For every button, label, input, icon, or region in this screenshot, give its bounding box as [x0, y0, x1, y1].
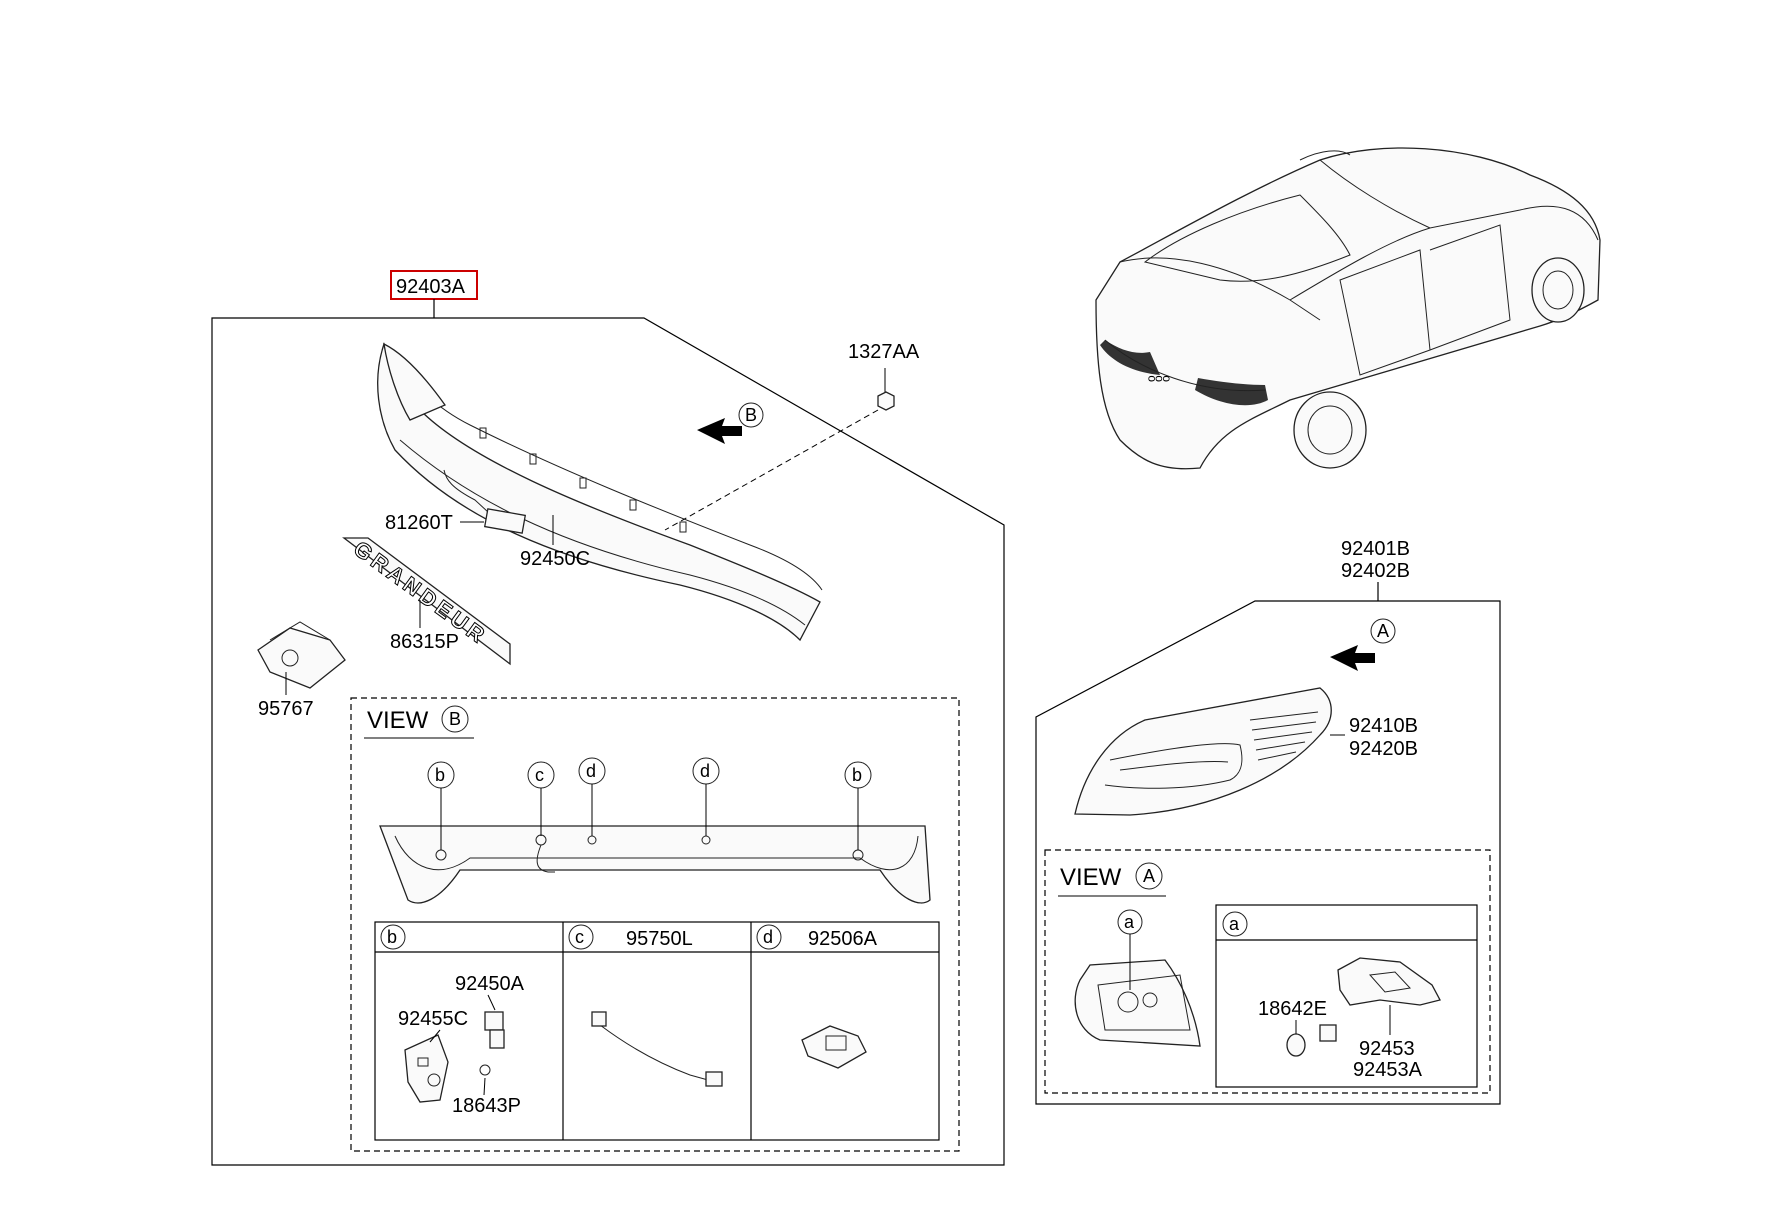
lamp-holder-shape: [484, 1011, 504, 1031]
bulb-p-shape: [479, 1064, 491, 1076]
part-label-95767[interactable]: 95767: [258, 698, 314, 720]
part-label-92453[interactable]: 92453: [1359, 1038, 1415, 1060]
svg-text:d: d: [586, 761, 596, 781]
part-label-18642e[interactable]: 18642E: [1258, 998, 1327, 1020]
callout-a-letter: A: [1377, 621, 1389, 641]
svg-text:a: a: [1229, 914, 1240, 934]
group-frame: [211, 299, 1005, 1166]
wiring-connector: [483, 508, 527, 534]
svg-text:c: c: [575, 927, 584, 947]
svg-text:b: b: [435, 765, 445, 785]
part-label-92506a[interactable]: 92506A: [808, 928, 878, 950]
socket-shape: [1319, 1024, 1337, 1042]
garnish-back-view: [379, 825, 931, 904]
part-label-86315p[interactable]: 86315P: [390, 631, 459, 653]
part-label-92455c[interactable]: 92455C: [398, 1008, 468, 1030]
view-a-letter: A: [1143, 866, 1155, 886]
rear-lamp-group: 92401B 92402B A 92410B 92420B: [1035, 538, 1501, 1105]
arrow-b-icon: [697, 418, 742, 444]
car-illustration: ᴑᴑᴑ: [1095, 147, 1601, 470]
svg-text:b: b: [852, 765, 862, 785]
view-a-frame: [1044, 849, 1491, 1094]
view-a-label: VIEW: [1060, 864, 1122, 891]
part-label-92403a[interactable]: 92403A: [396, 276, 466, 298]
view-b-subtable: b c 95750L d 92506A 92450A 92455C 18643P: [374, 921, 940, 1141]
car-front-wheel: [1531, 257, 1585, 323]
part-label-81260t[interactable]: 81260T: [385, 512, 453, 534]
svg-text:ᴑᴑᴑ: ᴑᴑᴑ: [1148, 371, 1170, 385]
nut-dash-line: [664, 409, 879, 531]
camera-ext-cable: [599, 1024, 709, 1081]
part-label-95750l[interactable]: 95750L: [626, 928, 693, 950]
tail-lamp: [1074, 687, 1332, 816]
view-b-letter: B: [449, 709, 461, 729]
svg-text:b: b: [387, 927, 397, 947]
part-label-92402b[interactable]: 92402B: [1341, 560, 1410, 582]
car-tail-lamp-right: [1195, 378, 1268, 406]
part-label-92450c[interactable]: 92450C: [520, 548, 590, 570]
part-label-92410b[interactable]: 92410B: [1349, 715, 1418, 737]
camera-part: [257, 621, 346, 689]
view-b-frame: [350, 697, 960, 1152]
car-rear-wheel: [1293, 391, 1367, 469]
callout-b-circle: [738, 402, 764, 428]
svg-text:d: d: [700, 761, 710, 781]
lamp-group-frame: [1035, 582, 1501, 1105]
part-label-92420b[interactable]: 92420B: [1349, 738, 1418, 760]
garnish-clips: [479, 427, 687, 533]
emblem-plate: [342, 537, 511, 666]
garnish-lower-edge: [399, 439, 806, 626]
part-label-18643p[interactable]: 18643P: [452, 1095, 521, 1117]
callout-b-letter: B: [745, 405, 757, 425]
part-label-92450a[interactable]: 92450A: [455, 973, 525, 995]
part-label-92453a[interactable]: 92453A: [1353, 1059, 1423, 1081]
view-a-subbox: [1215, 904, 1478, 1088]
callout-a-circle: [1370, 618, 1396, 644]
arrow-a-icon: [1330, 645, 1375, 671]
view-a-panel: VIEW A a a 18642E 92453 92453A: [1044, 849, 1491, 1094]
view-b-panel: VIEW B b c d d b: [350, 697, 960, 1152]
part-label-1327aa[interactable]: 1327AA: [848, 341, 920, 363]
view-b-callouts: b c d d b: [427, 757, 872, 850]
license-lamp-shape: [801, 1025, 867, 1069]
nut-icon: [877, 391, 895, 411]
tail-lamp-ribs: [1249, 711, 1319, 761]
garnish-end-left: [383, 342, 446, 421]
garnish-body: [377, 342, 821, 642]
svg-text:c: c: [535, 765, 544, 785]
lamp-gasket-shape: [404, 1034, 449, 1103]
wiring-harness: [443, 469, 489, 513]
bulb-e-shape: [1286, 1033, 1306, 1057]
svg-text:d: d: [763, 927, 773, 947]
view-b-label: VIEW: [367, 707, 429, 734]
part-label-92401b[interactable]: 92401B: [1341, 538, 1410, 560]
svg-text:a: a: [1124, 912, 1135, 932]
socket-plate: [1337, 957, 1441, 1006]
